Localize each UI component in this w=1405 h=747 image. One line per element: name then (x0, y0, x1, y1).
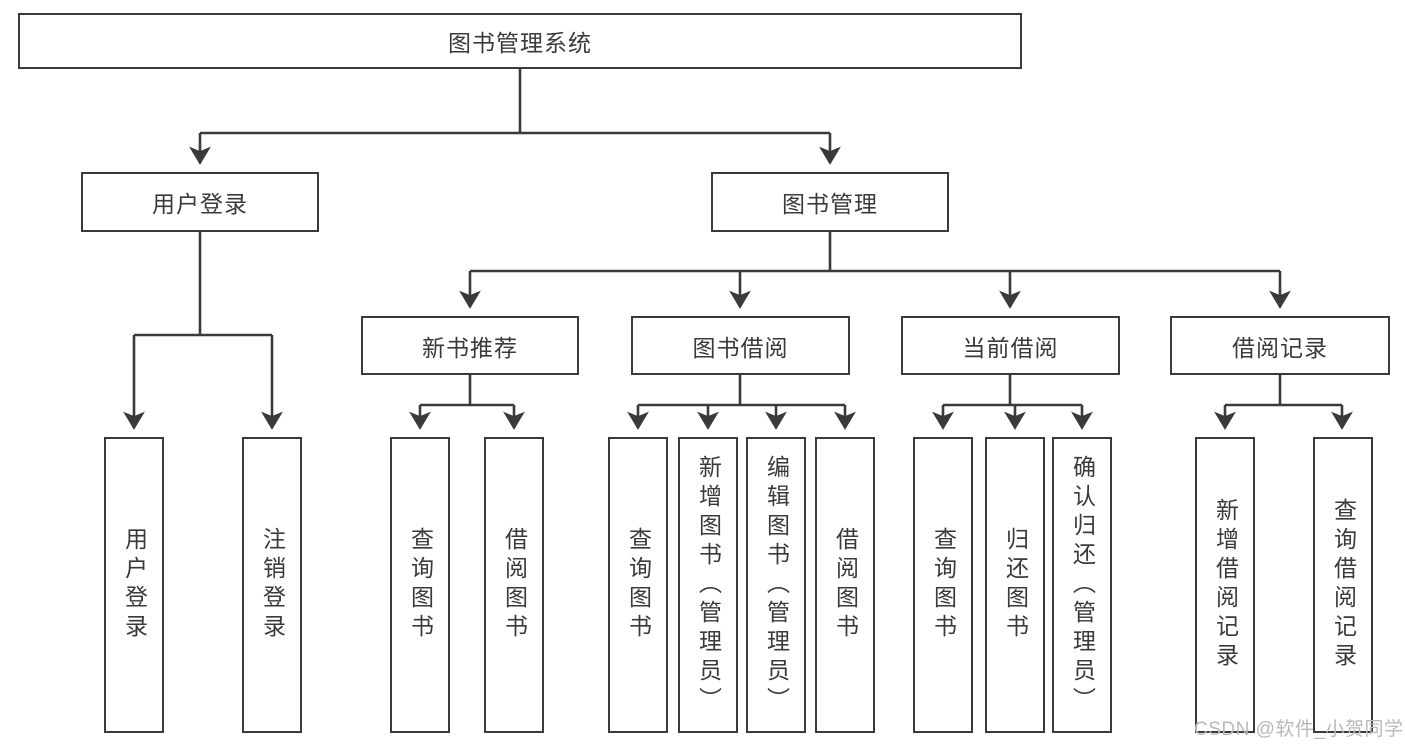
node-leaf-query-book-1-label: 查询图书 (407, 527, 434, 643)
node-leaf-borrow-book-1[interactable]: 借阅图书 (484, 437, 544, 733)
node-book-manage[interactable]: 图书管理 (711, 172, 949, 232)
edge-group-borrow-record (1214, 375, 1353, 430)
node-leaf-query-record[interactable]: 查询借阅记录 (1313, 437, 1373, 733)
node-book-borrow[interactable]: 图书借阅 (631, 316, 850, 375)
node-leaf-query-book-3[interactable]: 查询图书 (913, 437, 973, 733)
node-leaf-return-book[interactable]: 归还图书 (985, 437, 1045, 733)
node-leaf-borrow-book-2[interactable]: 借阅图书 (815, 437, 875, 733)
node-borrow-record-label: 借阅记录 (1232, 334, 1328, 361)
node-leaf-logout[interactable]: 注销登录 (242, 437, 302, 733)
node-leaf-edit-book-label: 编辑图书（管理员） (763, 454, 790, 716)
edge-group-root (189, 69, 841, 165)
node-leaf-user-login-label: 用户登录 (121, 527, 148, 643)
node-leaf-edit-book[interactable]: 编辑图书（管理员） (746, 437, 806, 733)
node-new-book-rec-label: 新书推荐 (422, 334, 518, 361)
csdn-watermark: CSDN @软件_小贺同学 (1194, 719, 1404, 740)
edge-group-book-manage (459, 232, 1291, 309)
node-leaf-query-book-2-label: 查询图书 (625, 527, 652, 643)
node-current-borrow[interactable]: 当前借阅 (901, 316, 1120, 375)
node-leaf-return-book-label: 归还图书 (1002, 527, 1029, 643)
node-leaf-logout-label: 注销登录 (259, 527, 286, 643)
node-leaf-query-record-label: 查询借阅记录 (1330, 498, 1357, 672)
edge-group-new-book-rec (409, 375, 525, 430)
node-leaf-confirm-return-label: 确认归还（管理员） (1069, 454, 1096, 716)
node-root[interactable]: 图书管理系统 (18, 13, 1022, 69)
node-book-borrow-label: 图书借阅 (692, 334, 789, 361)
edge-group-user-login (123, 232, 283, 430)
node-leaf-borrow-book-1-label: 借阅图书 (501, 527, 528, 643)
node-borrow-record[interactable]: 借阅记录 (1170, 316, 1390, 375)
edge-group-book-borrow (627, 375, 856, 430)
node-leaf-confirm-return[interactable]: 确认归还（管理员） (1052, 437, 1112, 733)
node-user-login-label: 用户登录 (152, 191, 248, 217)
node-current-borrow-label: 当前借阅 (962, 334, 1059, 361)
node-leaf-query-book-3-label: 查询图书 (930, 527, 957, 643)
node-leaf-user-login[interactable]: 用户登录 (104, 437, 164, 733)
node-leaf-borrow-book-2-label: 借阅图书 (832, 527, 859, 643)
node-book-manage-label: 图书管理 (782, 191, 878, 217)
node-root-label: 图书管理系统 (448, 30, 592, 56)
node-user-login[interactable]: 用户登录 (81, 172, 319, 232)
node-leaf-add-book-label: 新增图书（管理员） (695, 454, 722, 716)
node-leaf-add-book[interactable]: 新增图书（管理员） (678, 437, 738, 733)
node-leaf-query-book-2[interactable]: 查询图书 (608, 437, 668, 733)
node-leaf-add-record[interactable]: 新增借阅记录 (1195, 437, 1255, 733)
node-new-book-rec[interactable]: 新书推荐 (361, 316, 579, 375)
node-leaf-add-record-label: 新增借阅记录 (1212, 498, 1239, 672)
edge-group-current-borrow (932, 375, 1093, 430)
node-leaf-query-book-1[interactable]: 查询图书 (390, 437, 450, 733)
